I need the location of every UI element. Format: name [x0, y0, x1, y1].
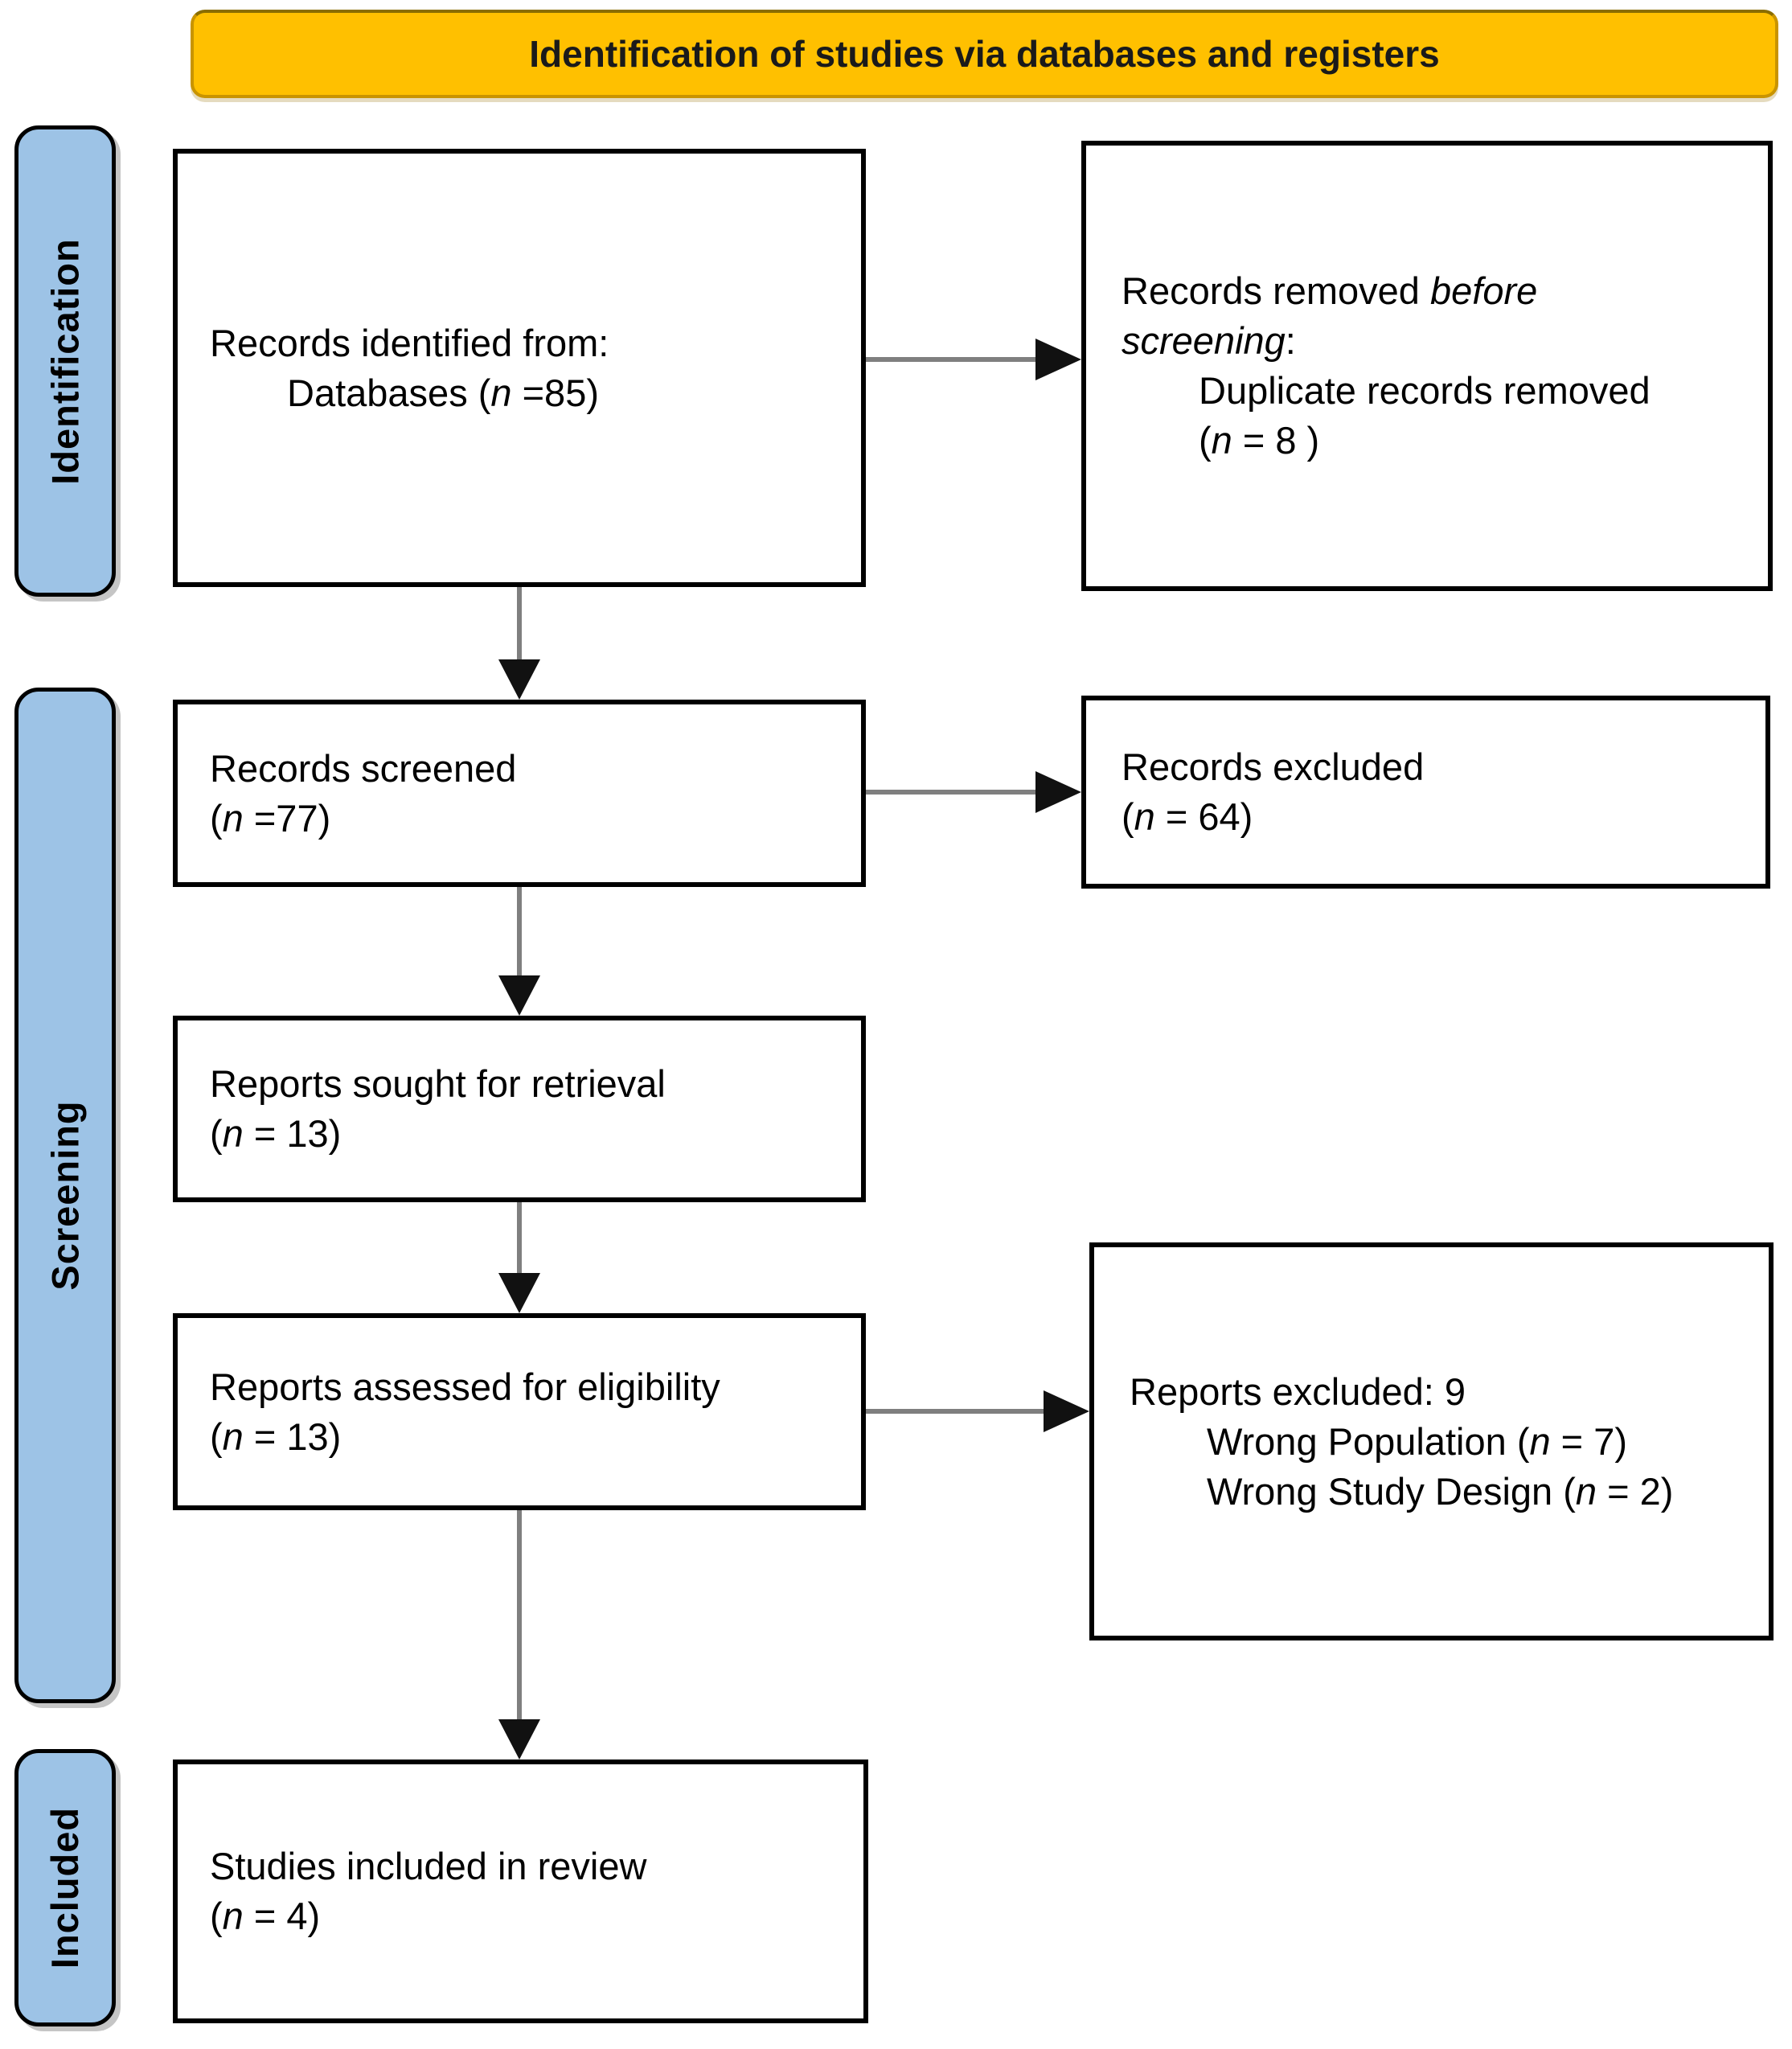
italic-segment: before [1430, 269, 1538, 312]
text-segment: Wrong Population ( [1207, 1419, 1530, 1463]
text-segment: = 4) [243, 1895, 321, 1937]
n-italic: n [1134, 795, 1155, 838]
n-italic: n [490, 371, 512, 414]
records-removed-line4: (n = 8 ) [1122, 416, 1755, 466]
text-segment: Records excluded [1122, 745, 1425, 788]
n-italic: n [222, 1415, 244, 1458]
arrow-shaft [517, 587, 522, 659]
text-segment: ( [210, 1415, 223, 1458]
reports-excluded-line2: Wrong Population (n = 7) [1130, 1417, 1756, 1467]
text-segment: Records removed [1122, 269, 1430, 312]
box-records-screened: Records screened (n =77) [173, 700, 866, 887]
records-identified-line2: Databases (n =85) [210, 368, 848, 418]
n-italic: n [222, 1895, 244, 1937]
records-removed-line1: Records removed before [1122, 266, 1755, 316]
text-segment: ( [1199, 419, 1212, 462]
arrow-shaft [517, 1202, 522, 1273]
text-segment: = 13) [243, 1112, 342, 1155]
studies-included-line2: (n = 4) [210, 1891, 851, 1941]
text-segment: ( [1122, 795, 1134, 838]
stage-included: Included [14, 1749, 116, 2026]
reports-excluded-line3: Wrong Study Design (n = 2) [1130, 1467, 1756, 1517]
arrow-assessed-to-excluded [866, 1390, 1089, 1432]
italic-segment: screening [1122, 319, 1286, 362]
text-segment: ( [210, 1895, 223, 1937]
arrow-shaft [517, 1510, 522, 1719]
box-studies-included: Studies included in review (n = 4) [173, 1760, 868, 2023]
arrow-identified-to-removed [866, 339, 1081, 380]
records-excluded-line2: (n = 64) [1122, 792, 1753, 842]
arrow-screened-to-sought [498, 887, 540, 1016]
arrow-head-right-icon [1035, 771, 1081, 813]
text-segment: Records identified from: [210, 321, 609, 364]
n-italic: n [222, 1112, 244, 1155]
text-segment: = 7) [1550, 1419, 1627, 1463]
reports-sought-line1: Reports sought for retrieval [210, 1059, 848, 1109]
text-segment: Studies included in review [210, 1845, 647, 1887]
arrow-shaft [866, 357, 1035, 362]
records-removed-line2: screening: [1122, 316, 1755, 366]
text-segment: =77) [243, 796, 331, 840]
text-segment: = 8 ) [1232, 419, 1320, 462]
reports-assessed-line2: (n = 13) [210, 1412, 848, 1462]
arrow-identified-to-screened [498, 587, 540, 700]
box-records-identified: Records identified from: Databases (n =8… [173, 149, 866, 587]
stage-screening-label: Screening [43, 1100, 87, 1291]
arrow-head-right-icon [1035, 339, 1081, 380]
arrow-head-right-icon [1044, 1390, 1089, 1432]
reports-assessed-line1: Reports assessed for eligibility [210, 1362, 848, 1412]
reports-sought-line2: (n = 13) [210, 1109, 848, 1159]
text-segment: = 2) [1597, 1469, 1674, 1513]
arrow-sought-to-assessed [498, 1202, 540, 1313]
stage-screening: Screening [14, 688, 116, 1703]
stage-identification-label: Identification [43, 237, 87, 485]
text-segment: Wrong Study Design ( [1207, 1469, 1576, 1513]
arrow-head-down-icon [498, 1273, 540, 1313]
banner-title: Identification of studies via databases … [529, 33, 1440, 75]
stage-identification: Identification [14, 125, 116, 597]
text-segment: = 13) [243, 1415, 342, 1458]
text-segment: Reports excluded: 9 [1130, 1369, 1466, 1413]
text-segment: ( [210, 796, 223, 840]
text-segment: Duplicate records removed [1199, 369, 1651, 412]
records-identified-line1: Records identified from: [210, 318, 848, 368]
text-segment: Reports assessed for eligibility [210, 1365, 720, 1408]
banner: Identification of studies via databases … [191, 10, 1778, 98]
arrow-shaft [517, 887, 522, 975]
text-segment: =85) [511, 371, 599, 414]
box-reports-excluded: Reports excluded: 9 Wrong Population (n … [1089, 1242, 1774, 1640]
reports-excluded-line1: Reports excluded: 9 [1130, 1367, 1756, 1417]
arrow-head-down-icon [498, 1719, 540, 1760]
n-italic: n [222, 796, 244, 840]
arrow-shaft [866, 1409, 1044, 1414]
text-segment: = 64) [1154, 795, 1253, 838]
n-italic: n [1529, 1419, 1551, 1463]
arrow-head-down-icon [498, 659, 540, 700]
box-reports-assessed: Reports assessed for eligibility (n = 13… [173, 1313, 866, 1510]
arrow-assessed-to-included [498, 1510, 540, 1760]
text-segment: Records screened [210, 746, 517, 790]
arrow-head-down-icon [498, 975, 540, 1016]
box-records-excluded: Records excluded (n = 64) [1081, 696, 1770, 889]
studies-included-line1: Studies included in review [210, 1842, 851, 1891]
arrow-shaft [866, 790, 1035, 795]
records-excluded-line1: Records excluded [1122, 742, 1753, 792]
stage-included-label: Included [43, 1806, 87, 1969]
records-screened-line2: (n =77) [210, 794, 848, 844]
n-italic: n [1211, 419, 1232, 462]
text-segment: ( [210, 1112, 223, 1155]
records-screened-line1: Records screened [210, 744, 848, 794]
box-reports-sought: Reports sought for retrieval (n = 13) [173, 1016, 866, 1202]
text-segment: : [1285, 319, 1296, 362]
box-records-removed: Records removed before screening: Duplic… [1081, 141, 1773, 591]
n-italic: n [1575, 1469, 1597, 1513]
records-removed-line3: Duplicate records removed [1122, 366, 1755, 416]
text-segment: Databases ( [287, 371, 491, 414]
text-segment: Reports sought for retrieval [210, 1062, 666, 1105]
arrow-screened-to-excluded [866, 771, 1081, 813]
